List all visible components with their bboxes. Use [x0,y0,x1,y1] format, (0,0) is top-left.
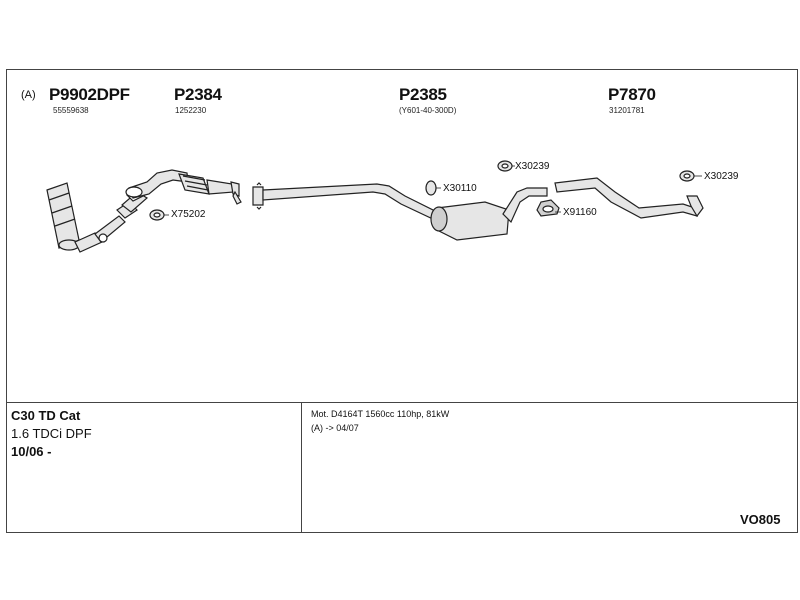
vehicle-engine: 1.6 TDCi DPF [11,426,92,441]
callout-x30110: X30110 [443,183,477,194]
callout-x30239-rear: X30239 [704,171,739,182]
part-code-middle-silencer: P2385 [399,85,447,104]
tail-pipe [554,177,704,219]
middle-pipe-silencer [262,183,548,241]
vehicle-model: C30 TD Cat [11,408,81,423]
footer-column-divider [301,402,302,532]
hanger-x30110 [425,180,437,196]
callout-x30239-middle: X30239 [515,161,550,172]
system-code: VO805 [740,512,781,527]
part-code-tail-pipe: P7870 [608,85,656,104]
exhaust-diagram-sheet: (A) P9902DPF 55559638 P2384 1252230 P238… [6,69,798,533]
part-ref-tail-pipe: 31201781 [609,106,645,115]
part-ref-front-pipe: 1252230 [175,106,207,115]
motor-spec: Mot. D4164T 1560cc 110hp, 81kW [311,409,450,419]
hanger-x30239-middle [497,160,513,172]
exhaust-system-drawing [46,160,704,253]
part-ref-middle-silencer: (Y601-40-300D) [399,106,457,115]
part-code-front-pipe: P2384 [174,85,222,104]
callout-x91160: X91160 [563,207,597,218]
callout-x75202: X75202 [171,209,206,220]
footer-divider [7,402,797,403]
vehicle-years: 10/06 - [11,444,52,459]
pipe-clamp [252,186,264,206]
variant-marker-a: (A) [21,89,36,101]
variant-note: (A) -> 04/07 [311,423,359,433]
front-pipe [125,169,242,205]
hanger-x30239-rear [679,170,695,182]
gasket-x75202 [149,209,165,221]
clamp-x91160 [536,199,560,217]
part-ref-dpf: 55559638 [53,106,89,115]
part-code-dpf: P9902DPF [49,85,130,104]
